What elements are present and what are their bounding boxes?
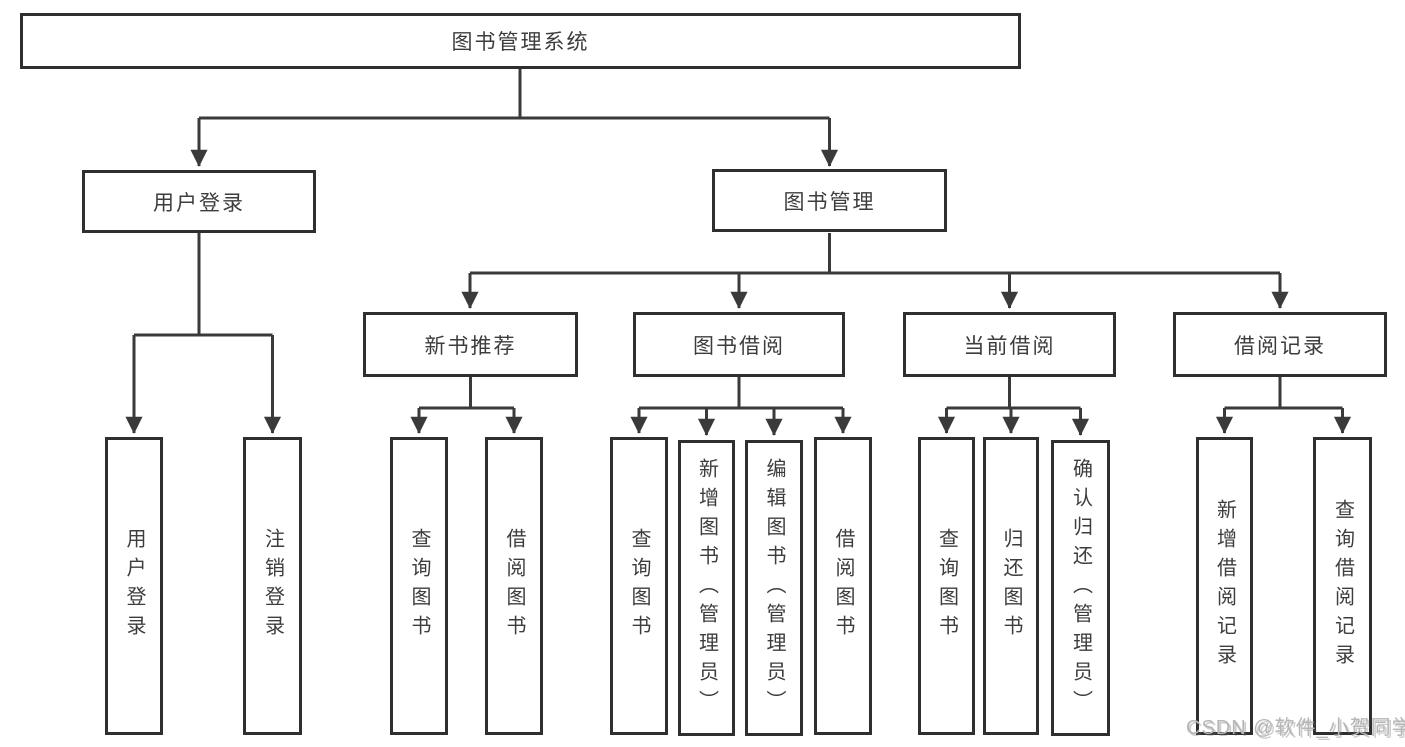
node-book-borrow: 图书借阅 <box>633 312 845 377</box>
leaf-current-return-book: 归还图书 <box>983 437 1039 735</box>
leaf-label: 注销登录 <box>261 528 284 644</box>
csdn-watermark: CSDN @软件_小贺同学 <box>1186 717 1405 739</box>
leaf-label: 用户登录 <box>123 528 145 644</box>
leaf-label: 查询图书 <box>935 528 958 644</box>
leaf-label: 新增图书（管理员） <box>695 457 718 719</box>
node-current-borrow: 当前借阅 <box>903 312 1116 377</box>
connector-book-borrow-to-leaves <box>630 377 852 436</box>
node-new-book-recommend: 新书推荐 <box>363 312 578 377</box>
leaf-label: 查询图书 <box>628 528 650 644</box>
leaf-label: 新增借阅记录 <box>1213 499 1236 673</box>
leaf-user-login: 用户登录 <box>105 437 163 735</box>
leaf-borrow-query-book: 查询图书 <box>610 437 668 735</box>
leaf-recommend-query-book: 查询图书 <box>390 437 448 735</box>
leaf-recommend-borrow-book: 借阅图书 <box>485 437 543 735</box>
leaf-label: 归还图书 <box>1000 528 1022 644</box>
leaf-borrow-add-book-admin: 新增图书（管理员） <box>678 440 735 736</box>
leaf-label: 查询借阅记录 <box>1331 499 1354 673</box>
leaf-current-query-book: 查询图书 <box>918 437 975 735</box>
node-user-login: 用户登录 <box>82 170 316 233</box>
leaf-label: 借阅图书 <box>832 528 854 644</box>
leaf-borrow-borrow-book: 借阅图书 <box>814 437 872 735</box>
node-book-management: 图书管理 <box>712 169 947 232</box>
connector-borrow-records-to-leaves <box>1215 377 1352 434</box>
leaf-label: 借阅图书 <box>503 528 525 644</box>
connector-book-management-to-level3 <box>461 233 1289 309</box>
leaf-logout: 注销登录 <box>243 437 302 735</box>
node-borrow-records: 借阅记录 <box>1173 312 1387 377</box>
connector-user-login-to-leaves <box>125 233 282 434</box>
connector-root-to-level2 <box>190 69 839 167</box>
leaf-records-add-record: 新增借阅记录 <box>1196 437 1253 735</box>
leaf-label: 确认归还（管理员） <box>1069 457 1092 719</box>
leaf-label: 编辑图书（管理员） <box>763 457 785 719</box>
node-root-system: 图书管理系统 <box>20 13 1021 69</box>
connector-current-borrow-to-leaves <box>937 377 1090 436</box>
leaf-label: 查询图书 <box>408 528 430 644</box>
leaf-records-query-record: 查询借阅记录 <box>1313 437 1372 735</box>
leaf-current-confirm-return-admin: 确认归还（管理员） <box>1051 440 1110 736</box>
leaf-borrow-edit-book-admin: 编辑图书（管理员） <box>745 440 803 736</box>
connector-new-book-recommend-to-leaves <box>410 377 523 434</box>
